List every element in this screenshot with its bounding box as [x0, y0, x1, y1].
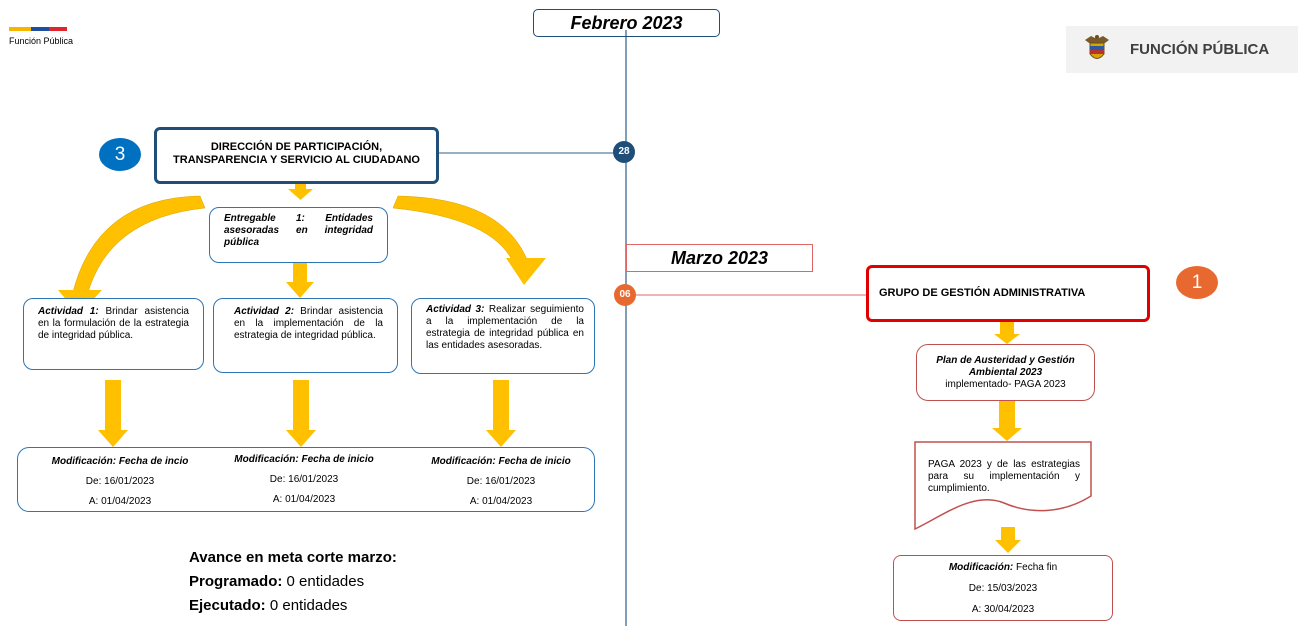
- activity-3-text: Realizar seguimiento a la implementación…: [426, 304, 584, 351]
- modification-2-to: A: 01/04/2023: [272, 494, 336, 505]
- modification-1-heading: Modificación: Fecha de incio: [51, 456, 189, 467]
- step-badge-3: 3: [99, 138, 141, 171]
- activity-1-label: Actividad 1:: [38, 306, 99, 317]
- activity-box-2: Actividad 2: Brindar asistencia en la im…: [213, 298, 398, 373]
- end-date-from: De: 15/03/2023: [968, 583, 1038, 594]
- plan-box: Plan de Austeridad y Gestión Ambiental 2…: [916, 344, 1095, 401]
- modification-3-to: A: 01/04/2023: [469, 496, 533, 507]
- month-label-february: Febrero 2023: [533, 9, 720, 37]
- plan-title: Plan de Austeridad y Gestión Ambiental 2…: [936, 355, 1075, 378]
- end-date-heading: Modificación: Fecha fin: [948, 562, 1058, 573]
- activity-box-3: Actividad 3: Realizar seguimiento a la i…: [411, 298, 595, 374]
- brand-name: FUNCIÓN PÚBLICA: [1130, 41, 1270, 58]
- document-text: PAGA 2023 y de las estrategias para su i…: [928, 459, 1080, 494]
- modification-1-from: De: 16/01/2023: [85, 476, 155, 487]
- document-shape: [914, 441, 1092, 531]
- modification-2-heading: Modificación: Fecha de inicio: [234, 454, 374, 465]
- admin-group-title: GRUPO DE GESTIÓN ADMINISTRATIVA: [879, 287, 1086, 299]
- curved-arrow-left: [71, 195, 206, 297]
- modification-col-2: Modificación: Fecha de inicio De: 16/01/…: [218, 453, 390, 507]
- curved-arrow-right: [392, 195, 529, 263]
- coat-of-arms-icon: [1085, 35, 1109, 59]
- modification-col-1: Modificación: Fecha de incio De: 16/01/2…: [30, 455, 210, 509]
- summary-programmed: Programado: 0 entidades: [189, 573, 365, 590]
- modification-3-from: De: 16/01/2023: [466, 476, 536, 487]
- activity-box-1: Actividad 1: Brindar asistencia en la fo…: [23, 298, 204, 370]
- month-label-march: Marzo 2023: [626, 244, 813, 272]
- end-date-modification-box: Modificación: Fecha fin De: 15/03/2023 A…: [893, 555, 1113, 621]
- date-badge-28: 28: [613, 141, 635, 163]
- directorate-title-box: DIRECCIÓN DE PARTICIPACIÓN, TRANSPARENCI…: [154, 127, 439, 184]
- date-badge-06: 06: [614, 284, 636, 306]
- directorate-title-line1: DIRECCIÓN DE PARTICIPACIÓN,: [210, 141, 383, 153]
- directorate-title-line2: TRANSPARENCIA Y SERVICIO AL CIUDADANO: [173, 154, 420, 166]
- summary-title: Avance en meta corte marzo:: [189, 549, 397, 566]
- curved-arrow-right-head: [506, 258, 546, 285]
- modification-col-3: Modificación: Fecha de inicio De: 16/01/…: [411, 455, 591, 509]
- admin-group-title-box: GRUPO DE GESTIÓN ADMINISTRATIVA: [866, 265, 1150, 322]
- modification-2-from: De: 16/01/2023: [269, 474, 339, 485]
- summary-executed: Ejecutado: 0 entidades: [189, 597, 348, 614]
- deliverable-box: Entregable 1: Entidades asesoradas en in…: [209, 207, 388, 263]
- activity-2-text: Brindar asistencia en la implementación …: [234, 306, 383, 341]
- modification-1-to: A: 01/04/2023: [88, 496, 152, 507]
- activity-1-text: Brindar asistencia en la formulación de …: [38, 306, 189, 341]
- activity-3-label: Actividad 3:: [426, 304, 485, 315]
- activity-2-label: Actividad 2:: [234, 306, 295, 317]
- brand-logo: FUNCIÓN PÚBLICA: [1066, 26, 1298, 73]
- down-arrows: [98, 183, 1022, 553]
- modification-3-heading: Modificación: Fecha de inicio: [431, 456, 571, 467]
- end-date-to: A: 30/04/2023: [971, 604, 1035, 615]
- progress-summary: Avance en meta corte marzo: Programado: …: [189, 546, 489, 618]
- deliverable-label: Entregable 1: Entidades asesoradas en in…: [224, 213, 373, 248]
- flag-stripe: [9, 27, 67, 31]
- modifications-box: [17, 447, 595, 512]
- logo-caption: Función Pública: [9, 36, 74, 46]
- step-badge-1: 1: [1176, 266, 1218, 299]
- plan-subtitle: implementado- PAGA 2023: [945, 379, 1066, 390]
